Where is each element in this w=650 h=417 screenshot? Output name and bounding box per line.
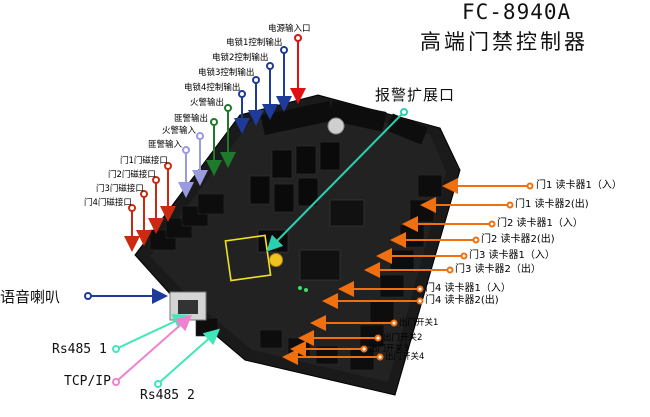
label-reader-door4-in: 门4 读卡器1（入） bbox=[425, 283, 511, 294]
label-lock2-output: 电锁2控制输出 bbox=[212, 53, 269, 63]
label-door2-sensor: 门2门磁接口 bbox=[108, 170, 156, 180]
label-exit-button-3: 出门开关3 bbox=[369, 344, 409, 354]
ethernet-port bbox=[169, 291, 207, 321]
label-fire-input: 火警输入 bbox=[162, 126, 197, 136]
relays bbox=[249, 141, 341, 213]
label-reader-door2-in: 门2 读卡器1（入） bbox=[497, 218, 583, 229]
label-reader-door2-out: 门2 读卡器2(出) bbox=[481, 234, 555, 245]
label-lock3-output: 电锁3控制输出 bbox=[198, 68, 255, 78]
alarm-extension-arrow bbox=[266, 108, 408, 252]
door-sensor-arrows bbox=[124, 162, 176, 252]
product-title: 高端门禁控制器 bbox=[420, 30, 588, 54]
top-terminal-blocks bbox=[260, 100, 428, 145]
label-door4-sensor: 门4门磁接口 bbox=[84, 198, 132, 208]
label-tcp-ip: TCP/IP bbox=[64, 374, 111, 389]
label-reader-door3-out: 门3 读卡器2（出） bbox=[455, 264, 541, 275]
door-sensor-terminals bbox=[149, 193, 225, 251]
label-reader-door1-out: 门1 读卡器2(出) bbox=[515, 199, 589, 210]
label-burglar-input: 匪警输入 bbox=[148, 140, 183, 150]
exit-button-arrows bbox=[282, 315, 398, 365]
label-exit-button-4: 出门开关4 bbox=[385, 352, 425, 362]
controller-board bbox=[134, 94, 461, 396]
arrow-rs485-2 bbox=[159, 328, 220, 383]
label-rs485-2: Rs485 2 bbox=[140, 388, 195, 403]
label-power-input: 电源输入口 bbox=[268, 24, 311, 34]
label-door1-sensor: 门1门磁接口 bbox=[120, 156, 168, 166]
top-arrows bbox=[178, 34, 306, 198]
label-reader-door4-out: 门4 读卡器2(出) bbox=[425, 295, 499, 306]
label-alarm-extension: 报警扩展口 bbox=[375, 86, 456, 104]
label-door3-sensor: 门3门磁接口 bbox=[96, 184, 144, 194]
network-arrows bbox=[112, 314, 220, 388]
speaker-arrow bbox=[84, 288, 168, 304]
label-fire-output: 火警输出 bbox=[190, 98, 225, 108]
label-exit-button-2: 出门开关2 bbox=[383, 333, 423, 343]
arrow-tcp-ip bbox=[117, 314, 192, 381]
label-speaker: 语音喇叭 bbox=[0, 288, 61, 306]
arrow-rs485-1 bbox=[117, 314, 190, 349]
label-lock4-output: 电锁4控制输出 bbox=[184, 83, 241, 93]
label-rs485-1: Rs485 1 bbox=[52, 342, 107, 357]
model-number: FC-8940A bbox=[462, 0, 572, 24]
label-lock1-output: 电锁1控制输出 bbox=[226, 38, 283, 48]
label-reader-door3-in: 门3 读卡器1（入） bbox=[469, 250, 555, 261]
label-reader-door1-in: 门1 读卡器1（入） bbox=[536, 180, 622, 191]
label-exit-button-1: 出门开关1 bbox=[399, 318, 439, 328]
alarm-extension-highlight bbox=[224, 234, 272, 282]
label-burglar-output: 匪警输出 bbox=[174, 114, 209, 124]
reader-arrows bbox=[322, 178, 534, 309]
